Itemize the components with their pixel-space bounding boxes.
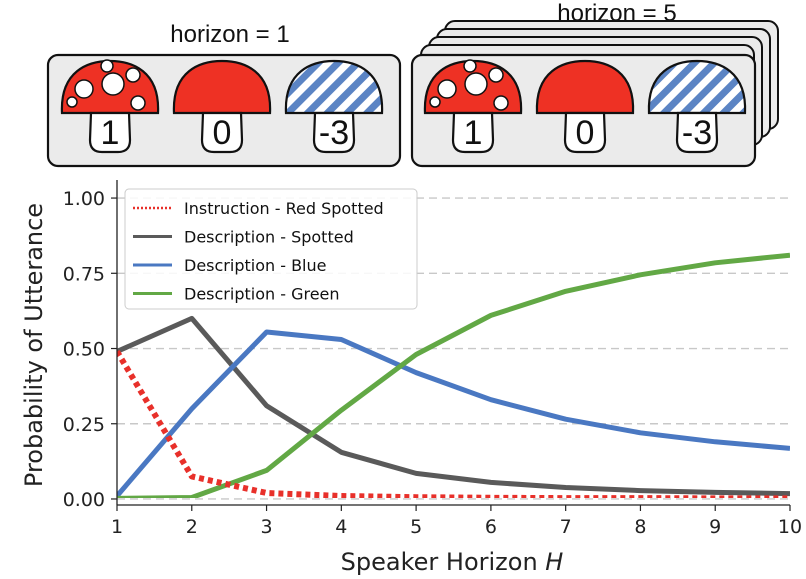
mushroom-red-spotted: 1 <box>423 59 523 154</box>
mushroom-spot <box>429 96 441 108</box>
panel-caption-horizon-1: horizon = 1 <box>170 21 289 48</box>
mushroom-value: -3 <box>682 114 712 152</box>
mushroom-stem <box>563 111 607 154</box>
y-tick-label: 0.25 <box>63 414 105 436</box>
mushroom-value: 1 <box>464 114 483 152</box>
mushroom-cap <box>172 59 272 115</box>
mushroom-stem <box>675 111 719 154</box>
series-lines <box>117 252 790 498</box>
x-ticks: 1 2 3 4 5 6 7 8 9 10 <box>111 505 802 538</box>
mushroom-spot <box>101 72 125 96</box>
y-tick-label: 1.00 <box>63 188 105 210</box>
legend-box <box>124 188 418 310</box>
x-tick-label: 1 <box>111 516 123 538</box>
mushroom-spot <box>488 67 504 83</box>
series-line-description-spotted <box>117 315 790 497</box>
y-tick-label: 0.75 <box>63 263 105 285</box>
mushroom-spot <box>437 79 457 99</box>
x-tick-label: 4 <box>335 516 347 538</box>
x-tick-label: 9 <box>709 516 721 538</box>
mushroom-value: 0 <box>213 114 232 152</box>
x-tick-label: 7 <box>560 516 572 538</box>
mushroom-spot <box>463 59 477 73</box>
mushroom-cap <box>284 59 384 115</box>
y-tick-label: 0.50 <box>63 339 105 361</box>
mushroom-spot <box>66 96 78 108</box>
mushroom-spot <box>74 79 94 99</box>
x-tick-label: 2 <box>186 516 198 538</box>
mushroom-spot <box>130 95 146 111</box>
legend-entry: Description - Spotted <box>184 228 354 247</box>
mushroom-value: 0 <box>576 114 595 152</box>
x-tick-label: 10 <box>778 516 802 538</box>
x-axis-label: Speaker Horizon H <box>341 548 564 576</box>
mushroom-value: -3 <box>319 114 349 152</box>
mushroom-red: 0 <box>535 59 635 154</box>
mushroom-spot <box>100 59 114 73</box>
mushroom-value: 1 <box>101 114 120 152</box>
mushroom-spot <box>464 72 488 96</box>
series-line-description-blue <box>117 329 790 498</box>
mushroom-spot <box>125 67 141 83</box>
x-tick-label: 8 <box>634 516 646 538</box>
x-tick-label: 5 <box>410 516 422 538</box>
grid-lines <box>117 197 790 500</box>
x-tick-label: 6 <box>485 516 497 538</box>
x-tick-label: 3 <box>261 516 273 538</box>
mushroom-cap <box>647 59 747 115</box>
mushroom-cap <box>535 59 635 115</box>
mushroom-stem <box>451 111 495 154</box>
mushroom-red: 0 <box>172 59 272 154</box>
mushroom-spot <box>493 95 509 111</box>
legend-entry: Description - Blue <box>184 256 326 275</box>
legend-entry: Description - Green <box>184 285 340 304</box>
mushroom-red-spotted: 1 <box>60 59 160 154</box>
mushroom-blue-striped: -3 <box>647 59 747 154</box>
y-ticks: 0.00 0.25 0.50 0.75 1.00 <box>63 188 117 511</box>
series-line-instruction-red-spotted <box>117 349 790 498</box>
mushroom-stem <box>312 111 356 154</box>
y-tick-label: 0.00 <box>63 489 105 511</box>
legend-entry: Instruction - Red Spotted <box>184 199 384 218</box>
mushroom-stem <box>88 111 132 154</box>
mushroom-stem <box>200 111 244 154</box>
mushroom-blue-striped: -3 <box>284 59 384 154</box>
y-axis-label: Probability of Utterance <box>20 203 48 487</box>
line-chart: 1 2 3 4 5 6 7 8 9 10 0.00 0.25 0.50 0.75 1.00 Speaker… <box>20 180 802 576</box>
